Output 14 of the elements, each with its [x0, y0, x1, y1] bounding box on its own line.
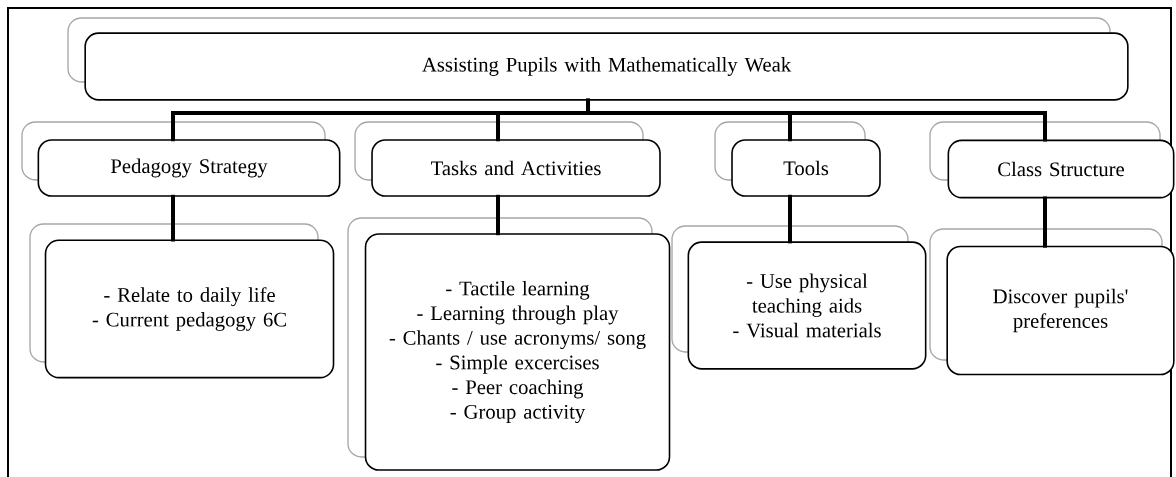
connector	[171, 194, 175, 242]
content-box: - Tactile learning - Learning through play - Chants / use acronyms/ song - Simple excercises - Peer coaching - Group activity	[347, 217, 671, 471]
category-box: Pedagogy Strategy	[21, 121, 341, 197]
connector	[586, 98, 1047, 142]
connector	[788, 194, 792, 244]
category-box: Tasks and Activities	[354, 121, 661, 197]
content-box: - Relate to daily life - Current pedagogy 6C	[29, 223, 335, 379]
connector	[496, 194, 500, 236]
connector	[1043, 196, 1047, 248]
category-box: Class Structure	[929, 121, 1175, 199]
heading-box: Assisting Pupils with Mathematically Weak	[67, 17, 1129, 101]
category-box: Tools	[714, 121, 881, 197]
content-box: - Use physical teaching aids - Visual materials	[671, 225, 927, 370]
content-box: Discover pupils' preferences	[929, 228, 1175, 376]
